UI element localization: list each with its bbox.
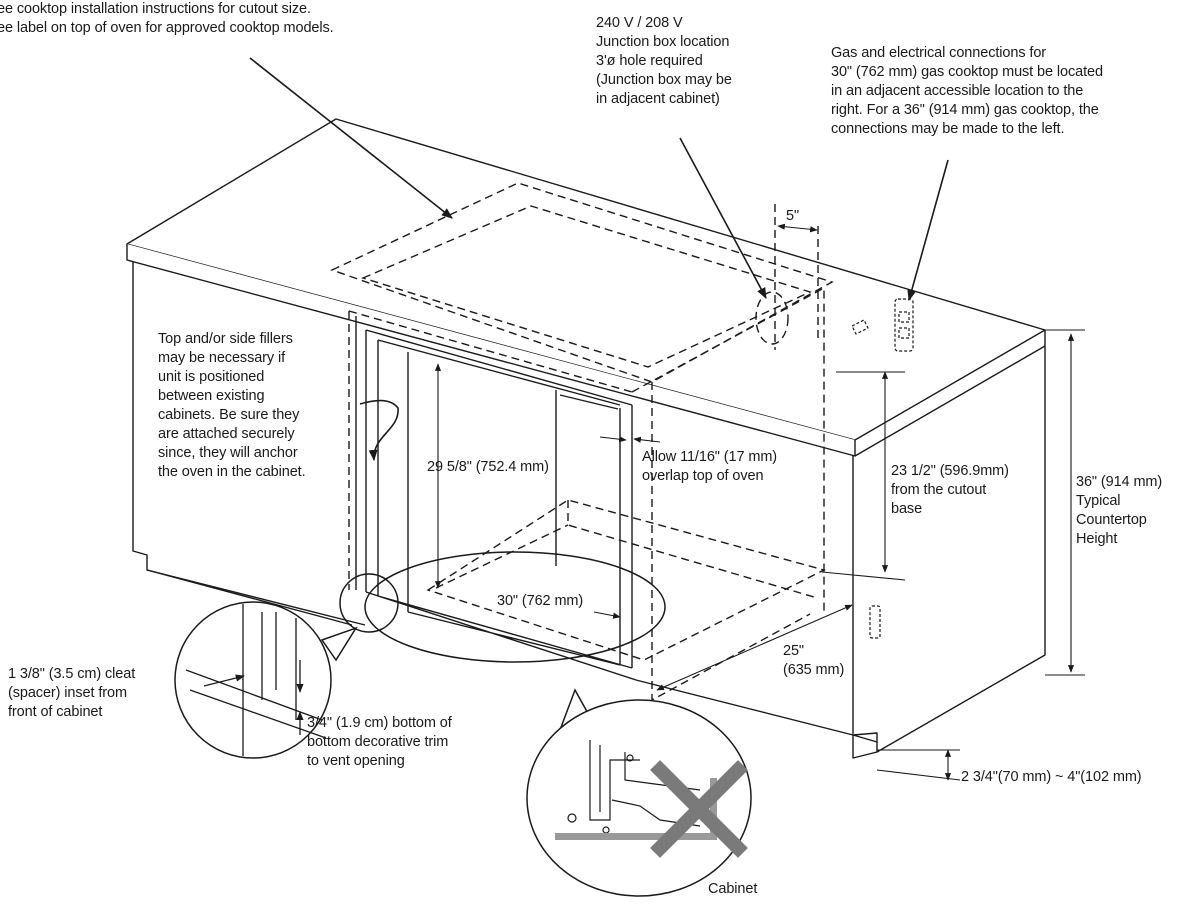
cabinet-kick-side bbox=[852, 734, 878, 743]
oven-top-trim bbox=[365, 329, 633, 406]
cabinet-label: Cabinet bbox=[708, 881, 758, 897]
five-inch-dimension: 5" bbox=[786, 208, 800, 224]
countertop-front-edge bbox=[126, 244, 856, 457]
cutout-base-dimension: 23 1/2" (596.9mm) from the cutout base bbox=[891, 463, 1009, 517]
toe-kick-dimension: 2 3/4"(70 mm) ~ 4"(102 mm) bbox=[961, 769, 1142, 785]
oven-left-trim bbox=[355, 316, 409, 612]
width-dimension: 30" (762 mm) bbox=[497, 593, 584, 609]
oven-cutout-top bbox=[348, 310, 633, 393]
fillers-note: Top and/or side fillers may be necessary… bbox=[158, 331, 306, 480]
trim-note: 3/4" (1.9 cm) bottom of bottom decorativ… bbox=[307, 715, 452, 769]
countertop-height-dimension: 36" (914 mm) Typical Countertop Height bbox=[1076, 474, 1163, 547]
cooktop-cutout-outer bbox=[330, 182, 834, 383]
cabinet-kick bbox=[146, 569, 353, 626]
gas-electrical-note: Gas and electrical connections for 30" (… bbox=[831, 45, 1103, 137]
overlap-dimension: Allow 11/16" (17 mm) overlap top of oven bbox=[642, 449, 778, 484]
vent-detail bbox=[555, 740, 748, 858]
cleat-detail bbox=[185, 604, 327, 756]
outlet-icon bbox=[894, 298, 914, 352]
cleat-note: 1 3/8" (3.5 cm) cleat (spacer) inset fro… bbox=[8, 666, 136, 720]
oven-cutout-bottom-box bbox=[426, 499, 826, 661]
cooktop-cutout-inner bbox=[360, 205, 812, 368]
floor-outlet-icon bbox=[869, 605, 881, 639]
oven-right-trim bbox=[619, 405, 633, 668]
cooktop-note: ee cooktop installation instructions for… bbox=[0, 1, 334, 36]
cabinet-front-right bbox=[635, 455, 854, 736]
gas-valve-icon bbox=[851, 319, 869, 335]
depth-dimension: 25" (635 mm) bbox=[783, 643, 845, 678]
vent-detail-circle bbox=[526, 699, 752, 897]
prohibited-x-icon bbox=[650, 760, 748, 858]
cabinet-front-left bbox=[132, 262, 366, 626]
cutout-height-dimension: 29 5/8" (752.4 mm) bbox=[427, 459, 549, 475]
junction-box-hole bbox=[755, 291, 789, 345]
junction-box-note: 240 V / 208 V Junction box location 3'ø … bbox=[596, 15, 732, 107]
oven-cutout-back bbox=[631, 286, 825, 612]
cleat-detail-circle bbox=[174, 601, 332, 759]
